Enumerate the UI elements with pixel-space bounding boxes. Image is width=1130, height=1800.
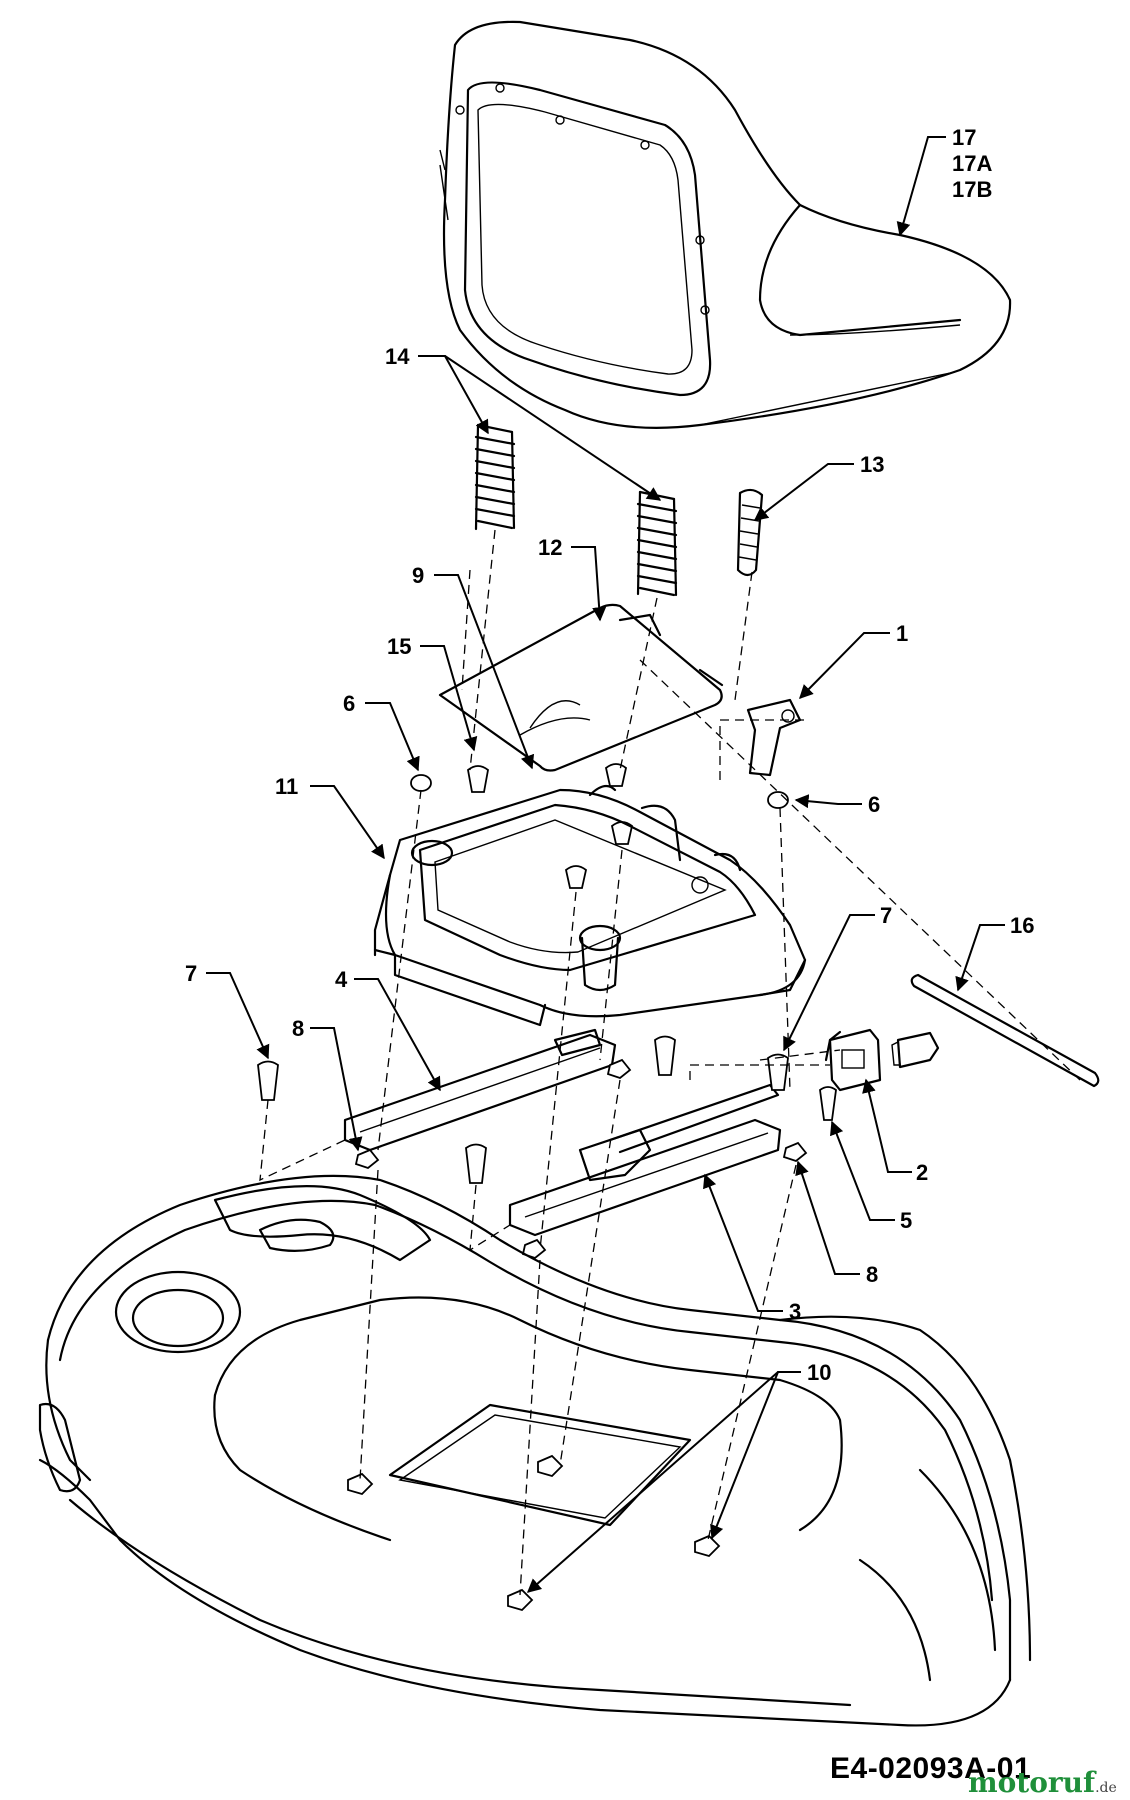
seat-stud-1 <box>604 763 628 787</box>
switch-bracket-part <box>824 1028 882 1092</box>
seat-stud-3 <box>564 865 588 889</box>
watermark-tld: .de <box>1095 1780 1117 1796</box>
body-nut-3 <box>694 1534 721 1558</box>
bumper-part <box>736 488 764 577</box>
right-seat-rail-part <box>508 1083 782 1237</box>
fender-body-part <box>38 1174 1032 1727</box>
seat-plate-part <box>438 603 724 772</box>
seat-switch-part <box>891 1031 940 1069</box>
pivot-rod-part <box>910 973 1100 1088</box>
callout-8-left: 8 <box>292 1016 304 1041</box>
callout-10: 10 <box>807 1360 831 1385</box>
bolt-7-left <box>257 1060 279 1101</box>
bolt-mid-2 <box>465 1143 487 1184</box>
seat-pan-part <box>373 784 807 1027</box>
callout-7-left: 7 <box>185 961 197 986</box>
callout-8-right: 8 <box>866 1262 878 1287</box>
bolt-7-right <box>767 1053 789 1091</box>
callout-12: 12 <box>538 535 562 560</box>
callout-15: 15 <box>387 634 411 659</box>
drawing-code: E4-02093A-01 <box>830 1752 1032 1785</box>
assembly-lines <box>259 529 1081 1596</box>
callout-7-right: 7 <box>880 903 892 928</box>
callout-6-left: 6 <box>343 691 355 716</box>
callouts: 17 17A 17B 14 13 12 9 15 1 6 11 6 7 16 7… <box>185 125 1034 1385</box>
callout-17: 17 <box>952 125 976 150</box>
watermark-brand: motoruf <box>968 1766 1096 1799</box>
seat-part <box>439 20 1012 429</box>
leader-lines <box>206 136 1005 1593</box>
watermark-logo: motoruf.de <box>968 1766 1117 1799</box>
callout-6-right: 6 <box>868 792 880 817</box>
callout-9: 9 <box>412 563 424 588</box>
callout-5: 5 <box>900 1208 912 1233</box>
seat-stud-2 <box>610 821 634 845</box>
rail-nut-top-left <box>606 1058 632 1080</box>
rail-nut-8-left <box>354 1148 380 1170</box>
switch-screw-5 <box>819 1086 837 1121</box>
bolt-mid-1 <box>654 1035 676 1076</box>
callout-16: 16 <box>1010 913 1034 938</box>
callout-4: 4 <box>335 967 348 992</box>
pivot-bracket-part <box>746 698 802 777</box>
callout-17a: 17A <box>952 151 992 176</box>
seat-hardware-6-left <box>410 774 432 792</box>
rail-nut-8-right <box>782 1141 808 1163</box>
seat-hardware-15 <box>467 765 489 793</box>
callout-2: 2 <box>916 1160 928 1185</box>
callout-1: 1 <box>896 621 908 646</box>
callout-3: 3 <box>789 1299 801 1324</box>
seat-hardware-6-right <box>767 791 789 809</box>
callout-13: 13 <box>860 452 884 477</box>
callout-14: 14 <box>385 344 410 369</box>
seat-spring-right <box>636 490 678 597</box>
callout-11: 11 <box>275 774 298 799</box>
seat-spring-left <box>474 423 516 531</box>
callout-17b: 17B <box>952 177 992 202</box>
body-nut-2 <box>537 1454 564 1478</box>
